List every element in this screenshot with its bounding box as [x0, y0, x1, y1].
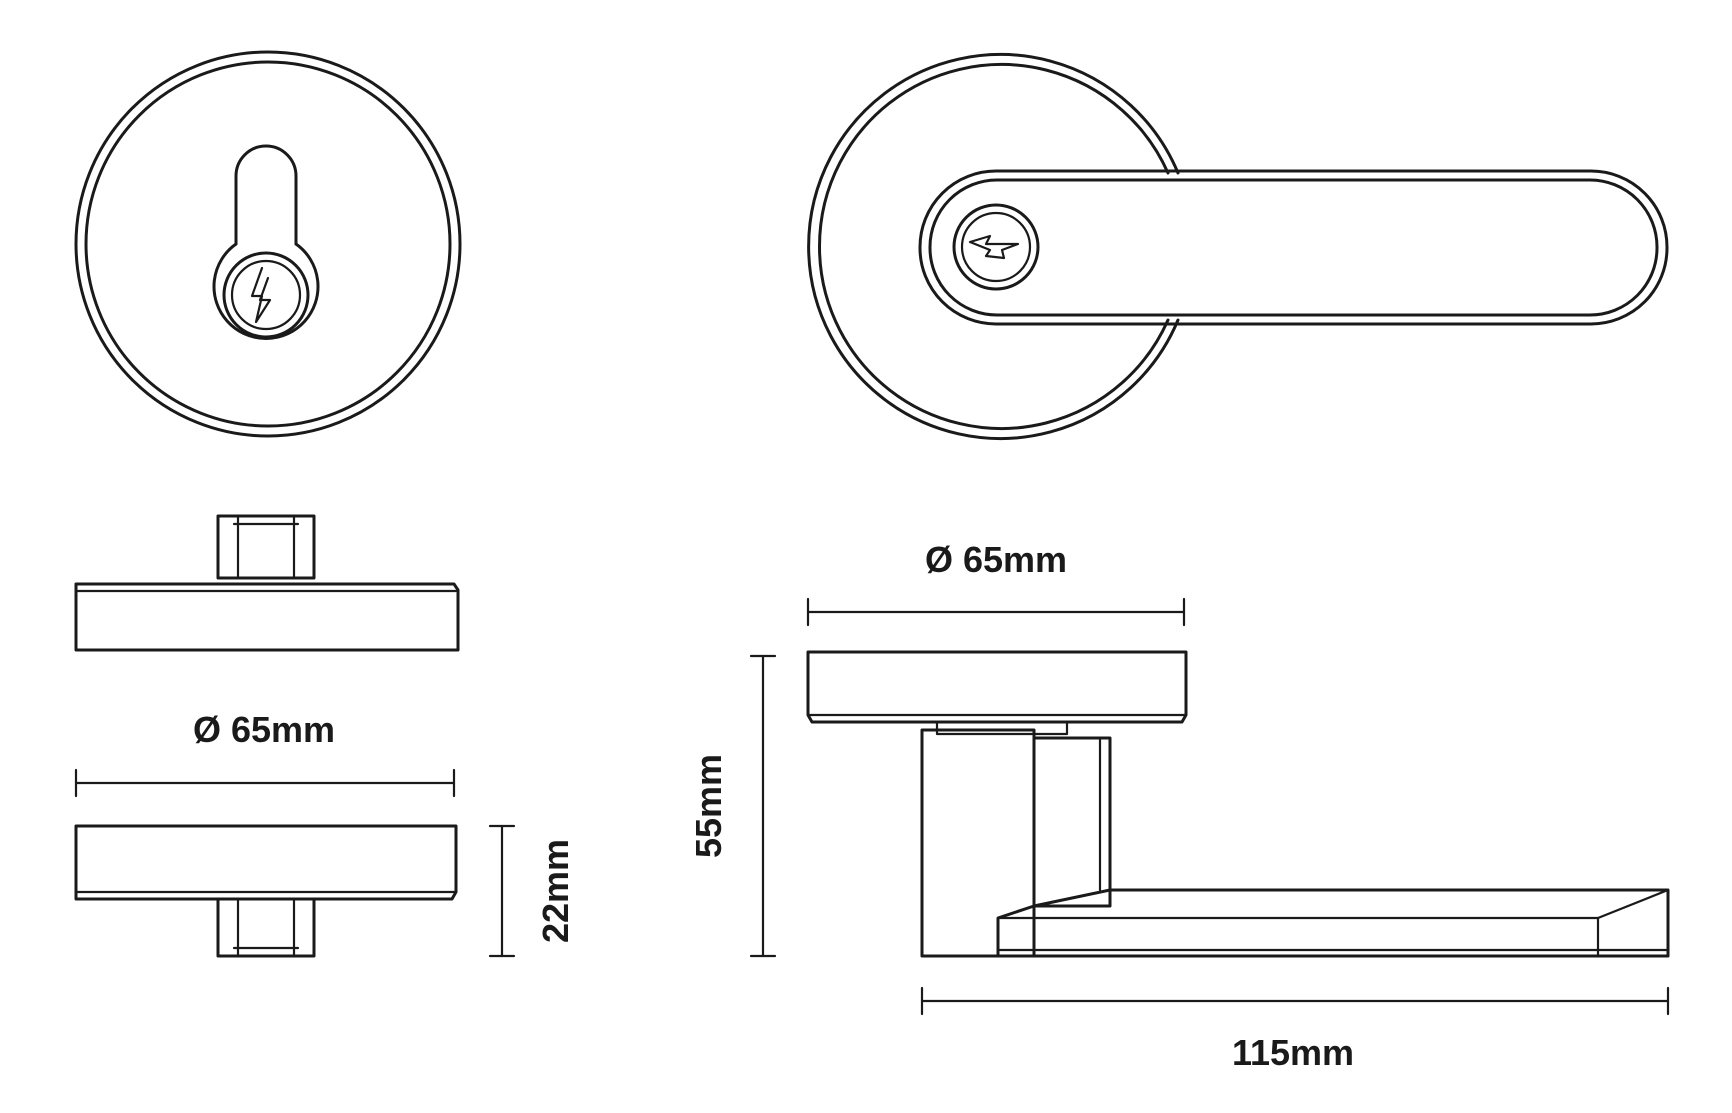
deadbolt-height-dimension: 22mm: [488, 824, 576, 958]
lever-length-label: 115mm: [1232, 1032, 1354, 1073]
lever-front-view: [807, 53, 1669, 440]
deadbolt-height-label: 22mm: [535, 839, 576, 943]
deadbolt-side-view: [74, 824, 458, 958]
lever-diameter-dimension: Ø 65mm: [806, 539, 1186, 627]
key-icon-lever: [968, 234, 1020, 260]
lever-keyhole: [952, 203, 1040, 291]
deadbolt-front-view: [74, 50, 462, 438]
lever-height-dimension: 55mm: [688, 654, 777, 958]
deadbolt-top-view: [74, 514, 460, 652]
key-icon: [250, 266, 272, 324]
lever-diameter-label: Ø 65mm: [925, 539, 1067, 580]
deadbolt-diameter-label: Ø 65mm: [193, 709, 335, 750]
keyhole-slot: [212, 144, 320, 340]
deadbolt-diameter-dimension: Ø 65mm: [74, 709, 456, 798]
lever-side-view: [806, 650, 1670, 958]
lever-height-label: 55mm: [688, 754, 729, 858]
lever-length-dimension: 115mm: [920, 986, 1670, 1073]
